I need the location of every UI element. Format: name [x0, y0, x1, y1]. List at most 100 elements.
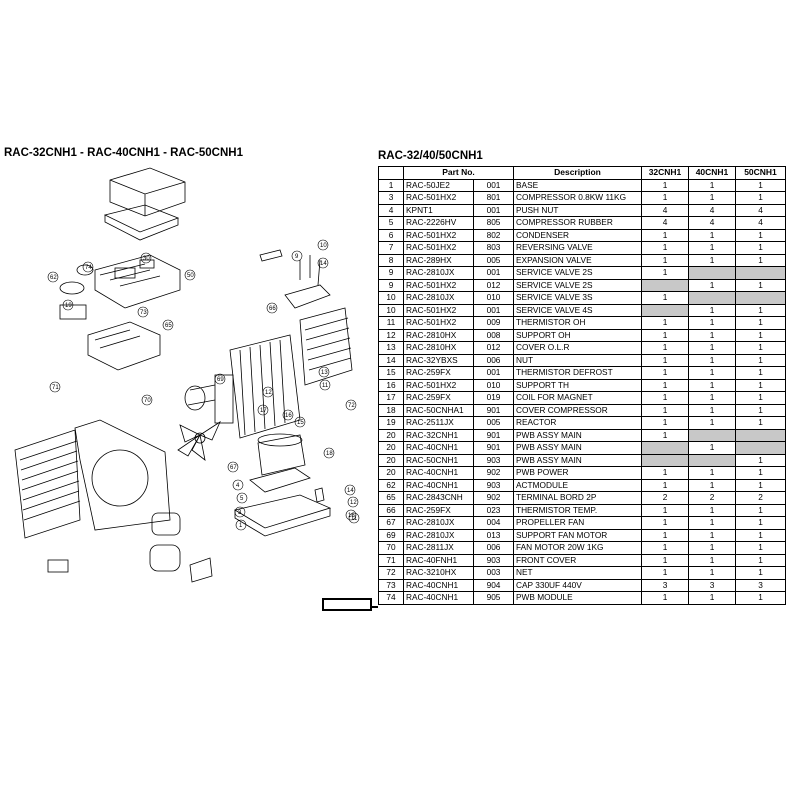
- row-part-no: RAC-2811JX: [403, 541, 474, 555]
- row-part-suffix: 901: [473, 428, 514, 442]
- row-part-suffix: 905: [473, 591, 514, 605]
- row-qty-32cnh1: 1: [641, 353, 689, 367]
- row-description: THERMISTOR TEMP.: [513, 503, 642, 517]
- parts-table: Part No. Description 32CNH1 40CNH1 50CNH…: [378, 166, 786, 605]
- header-part-no: Part No.: [403, 166, 514, 180]
- row-qty-50cnh1: 1: [735, 466, 786, 480]
- row-description: SERVICE VALVE 2S: [513, 266, 642, 280]
- row-qty-40cnh1: 1: [688, 191, 736, 205]
- row-qty-50cnh1: 1: [735, 391, 786, 405]
- row-number: 67: [378, 516, 404, 530]
- row-part-suffix: 901: [473, 403, 514, 417]
- row-qty-32cnh1: 1: [641, 503, 689, 517]
- row-part-no: RAC-259FX: [403, 503, 474, 517]
- row-number: 17: [378, 391, 404, 405]
- highlight-pointer: [372, 606, 378, 608]
- row-qty-40cnh1: 1: [688, 353, 736, 367]
- row-qty-50cnh1: 1: [735, 541, 786, 555]
- callout-label: 9: [295, 254, 299, 260]
- row-number: 18: [378, 403, 404, 417]
- top-panel-shape: [109, 167, 186, 217]
- callout-label: 72: [348, 403, 355, 409]
- callout-label: 62: [50, 275, 57, 281]
- row-number: 7: [378, 241, 404, 255]
- row-part-no: RAC-40CNH1: [403, 466, 474, 480]
- row-qty-40cnh1: [688, 453, 736, 467]
- row-part-suffix: 903: [473, 553, 514, 567]
- row-qty-32cnh1: 1: [641, 253, 689, 267]
- row-part-suffix: 009: [473, 316, 514, 330]
- callout-label: 73: [140, 310, 147, 316]
- row-qty-32cnh1: 1: [641, 541, 689, 555]
- row-part-suffix: 903: [473, 478, 514, 492]
- row-qty-50cnh1: [735, 441, 786, 455]
- row-part-no: RAC-50CNH1: [403, 453, 474, 467]
- row-part-suffix: 012: [473, 278, 514, 292]
- row-qty-32cnh1: 1: [641, 478, 689, 492]
- row-qty-40cnh1: 1: [688, 441, 736, 455]
- row-qty-50cnh1: 1: [735, 553, 786, 567]
- row-part-suffix: 803: [473, 241, 514, 255]
- callout-label: 15: [297, 420, 304, 426]
- row-qty-40cnh1: 1: [688, 416, 736, 430]
- row-part-suffix: 001: [473, 303, 514, 317]
- row-part-suffix: 004: [473, 516, 514, 530]
- row-qty-32cnh1: [641, 278, 689, 292]
- row-part-no: RAC-501HX2: [403, 316, 474, 330]
- row-number: 3: [378, 191, 404, 205]
- row-qty-40cnh1: 1: [688, 591, 736, 605]
- row-part-no: RAC-2226HV: [403, 216, 474, 230]
- row-qty-32cnh1: 1: [641, 291, 689, 305]
- row-qty-32cnh1: 1: [641, 191, 689, 205]
- row-qty-40cnh1: 1: [688, 341, 736, 355]
- row-qty-40cnh1: 1: [688, 228, 736, 242]
- row-qty-50cnh1: 1: [735, 253, 786, 267]
- row-part-no: RAC-501HX2: [403, 241, 474, 255]
- row-part-no: RAC-2843CNH: [403, 491, 474, 505]
- row-part-no: RAC-2810JX: [403, 516, 474, 530]
- row-number: 20: [378, 428, 404, 442]
- row-part-no: RAC-40FNH1: [403, 553, 474, 567]
- row-part-suffix: 801: [473, 191, 514, 205]
- row-part-no: RAC-32CNH1: [403, 428, 474, 442]
- row-qty-40cnh1: [688, 291, 736, 305]
- row-qty-40cnh1: 1: [688, 391, 736, 405]
- row-part-suffix: 001: [473, 366, 514, 380]
- row-description: CONDENSER: [513, 228, 642, 242]
- callout-label: 12: [265, 390, 272, 396]
- row-qty-40cnh1: [688, 266, 736, 280]
- row-part-no: RAC-501HX2: [403, 303, 474, 317]
- row-qty-50cnh1: 1: [735, 516, 786, 530]
- callout-label: 14: [347, 488, 354, 494]
- row-description: FAN MOTOR 20W 1KG: [513, 541, 642, 555]
- row-number: 20: [378, 466, 404, 480]
- callout-label: 66: [269, 306, 276, 312]
- row-qty-32cnh1: 1: [641, 466, 689, 480]
- row-qty-50cnh1: 1: [735, 241, 786, 255]
- row-qty-50cnh1: 1: [735, 353, 786, 367]
- row-qty-40cnh1: 1: [688, 403, 736, 417]
- row-qty-32cnh1: 4: [641, 203, 689, 217]
- callout-label: 16: [348, 513, 355, 519]
- row-description: PUSH NUT: [513, 203, 642, 217]
- row-qty-40cnh1: 1: [688, 553, 736, 567]
- row-qty-50cnh1: 4: [735, 203, 786, 217]
- row-number: 15: [378, 366, 404, 380]
- row-description: SUPPORT FAN MOTOR: [513, 528, 642, 542]
- callout-label: 30: [143, 256, 150, 262]
- callout-label: 5: [240, 496, 244, 502]
- row-qty-50cnh1: [735, 266, 786, 280]
- row-description: SUPPORT OH: [513, 328, 642, 342]
- row-description: COVER COMPRESSOR: [513, 403, 642, 417]
